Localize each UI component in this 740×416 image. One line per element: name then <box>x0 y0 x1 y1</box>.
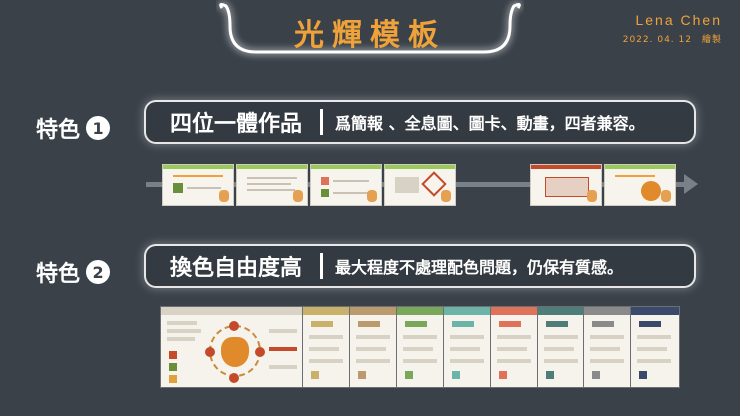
author-date-line: 2022. 04. 12 繪製 <box>623 32 722 45</box>
feature-2-label: 特色 2 <box>36 256 111 288</box>
thumbnail-slide-5 <box>530 164 602 206</box>
thumbnail-slide-3 <box>310 164 382 206</box>
timeline-arrow-icon <box>684 174 698 194</box>
feature-2-desc: 最大程度不處理配色問題，仍保有質感。 <box>335 258 624 277</box>
author-name: Lena Chen <box>635 12 722 28</box>
feature-1-desc: 爲簡報 、全息圖、圖卡、動畫，四者兼容。 <box>335 114 645 133</box>
author-credit: 繪製 <box>701 35 722 45</box>
variant-panel-4 <box>443 307 490 387</box>
feature-2-separator <box>320 253 324 279</box>
feature-2-number: 2 <box>86 260 111 284</box>
main-template-panel <box>161 307 303 387</box>
thumbnail-slide-2 <box>236 164 308 206</box>
feature-2-main: 換色自由度高 <box>170 256 303 281</box>
variant-panel-6 <box>537 307 584 387</box>
feature-2-title: 特色 <box>36 262 81 287</box>
neon-bracket <box>219 2 521 54</box>
feature-1-label: 特色 1 <box>36 112 111 144</box>
variant-panel-7 <box>584 307 631 387</box>
variant-panel-8 <box>631 307 679 387</box>
feature-2-pill: 換色自由度高 最大程度不處理配色問題，仍保有質感。 <box>144 244 696 288</box>
feature-1-pill: 四位一體作品 爲簡報 、全息圖、圖卡、動畫，四者兼容。 <box>144 100 696 144</box>
thumbnail-slide-6 <box>604 164 676 206</box>
author-block: Lena Chen 2022. 04. 12 繪製 <box>623 12 722 45</box>
variant-panel-1 <box>303 307 350 387</box>
variant-panel-5 <box>490 307 537 387</box>
feature-1-separator <box>320 109 324 135</box>
author-date: 2022. 04. 12 <box>622 35 692 45</box>
feature-1-title: 特色 <box>36 118 81 143</box>
thumbnail-slide-4 <box>384 164 456 206</box>
thumbnail-slide-1 <box>162 164 234 206</box>
page-title: 光輝模板 <box>294 18 446 53</box>
variant-panel-2 <box>350 307 397 387</box>
lion-mascot-icon <box>221 337 249 367</box>
feature-1-number: 1 <box>86 116 111 140</box>
color-variants-strip <box>160 306 680 388</box>
title-frame: 光輝模板 <box>216 0 524 62</box>
variant-panel-3 <box>397 307 443 387</box>
feature-1-main: 四位一體作品 <box>170 112 303 137</box>
